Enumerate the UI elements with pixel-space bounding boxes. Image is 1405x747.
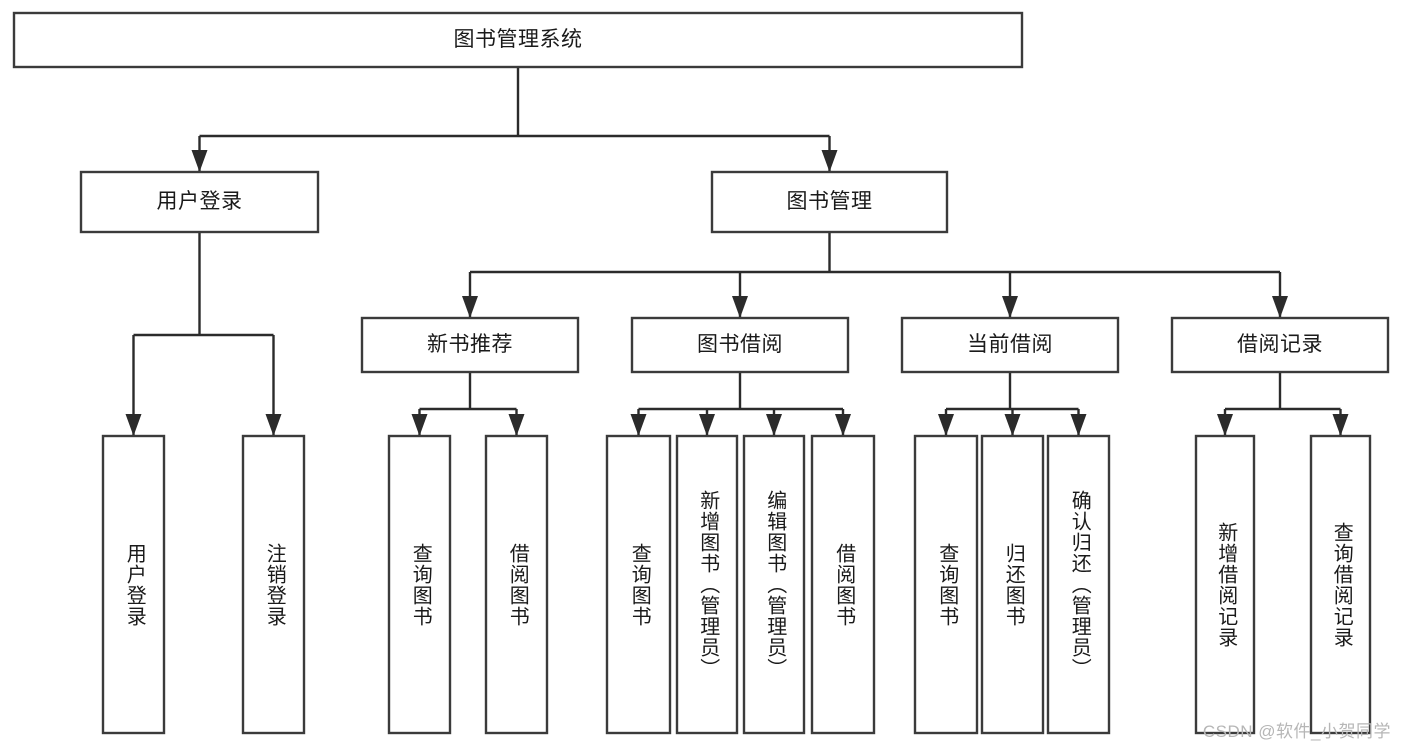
node-box-leaf-edit-book[interactable]	[742, 434, 806, 735]
node-boxes-layer	[12, 11, 1390, 735]
arrow-head-leaf-confirm-return	[1070, 414, 1087, 436]
node-leaf-return-book[interactable]	[982, 436, 1043, 733]
node-box-leaf-borrow-book[interactable]	[810, 434, 876, 735]
arrow-head-leaf-user-login	[125, 414, 142, 436]
arrow-head-borrow-record	[1272, 296, 1288, 318]
node-box-leaf-borrow-book-recommend[interactable]	[484, 434, 549, 735]
node-box-user-login[interactable]	[79, 170, 320, 234]
arrow-head-leaf-query-book-current	[938, 414, 954, 436]
arrow-head-new-book-recommend	[462, 296, 478, 318]
arrow-head-leaf-return-book	[1004, 414, 1021, 436]
node-leaf-add-book[interactable]	[677, 436, 737, 733]
node-leaf-borrow-book[interactable]	[812, 436, 874, 733]
arrow-head-leaf-query-book-recommend	[411, 414, 428, 436]
arrow-head-leaf-borrow-book-recommend	[508, 414, 525, 436]
arrow-head-leaf-borrow-book	[835, 414, 851, 436]
node-box-borrow-record[interactable]	[1170, 316, 1390, 374]
node-borrow-record[interactable]	[1172, 318, 1388, 372]
arrow-head-book-manage	[821, 150, 838, 172]
node-box-leaf-query-book-current[interactable]	[913, 434, 979, 735]
arrow-head-leaf-edit-book	[766, 414, 782, 436]
node-new-book-recommend[interactable]	[362, 318, 578, 372]
node-current-borrow[interactable]	[902, 318, 1118, 372]
node-box-leaf-query-borrow-record[interactable]	[1309, 434, 1372, 735]
node-book-manage[interactable]	[712, 172, 947, 232]
node-box-leaf-add-book[interactable]	[675, 434, 739, 735]
node-box-leaf-logout[interactable]	[241, 434, 306, 735]
arrow-head-user-login	[191, 150, 208, 172]
csdn-watermark: CSDN @软件_小贺同学	[1202, 722, 1391, 741]
node-leaf-query-book-current[interactable]	[915, 436, 977, 733]
node-leaf-query-borrow-record[interactable]	[1311, 436, 1370, 733]
node-leaf-edit-book[interactable]	[744, 436, 804, 733]
node-box-current-borrow[interactable]	[900, 316, 1120, 374]
node-box-leaf-user-login[interactable]	[101, 434, 166, 735]
node-leaf-query-book-recommend[interactable]	[389, 436, 450, 733]
node-box-leaf-query-book-borrow[interactable]	[605, 434, 672, 735]
arrow-head-leaf-add-borrow-record	[1217, 414, 1233, 436]
node-box-new-book-recommend[interactable]	[360, 316, 580, 374]
node-root[interactable]	[14, 13, 1022, 67]
node-leaf-logout[interactable]	[243, 436, 304, 733]
node-leaf-borrow-book-recommend[interactable]	[486, 436, 547, 733]
node-leaf-user-login[interactable]	[103, 436, 164, 733]
node-user-login[interactable]	[81, 172, 318, 232]
node-box-leaf-confirm-return[interactable]	[1046, 434, 1111, 735]
node-leaf-add-borrow-record[interactable]	[1196, 436, 1254, 733]
arrow-head-current-borrow	[1002, 296, 1018, 318]
arrow-head-leaf-query-borrow-record	[1332, 414, 1349, 436]
node-leaf-confirm-return[interactable]	[1048, 436, 1109, 733]
node-box-leaf-add-borrow-record[interactable]	[1194, 434, 1256, 735]
arrow-head-leaf-logout	[265, 414, 282, 436]
node-box-root[interactable]	[12, 11, 1024, 69]
node-book-borrow[interactable]	[632, 318, 848, 372]
arrow-head-leaf-query-book-borrow	[630, 414, 647, 436]
arrow-head-leaf-add-book	[699, 414, 715, 436]
node-box-leaf-query-book-recommend[interactable]	[387, 434, 452, 735]
node-box-book-borrow[interactable]	[630, 316, 850, 374]
node-box-leaf-return-book[interactable]	[980, 434, 1045, 735]
node-leaf-query-book-borrow[interactable]	[607, 436, 670, 733]
arrow-head-book-borrow	[732, 296, 748, 318]
connectors-layer	[125, 67, 1349, 436]
node-box-book-manage[interactable]	[710, 170, 949, 234]
